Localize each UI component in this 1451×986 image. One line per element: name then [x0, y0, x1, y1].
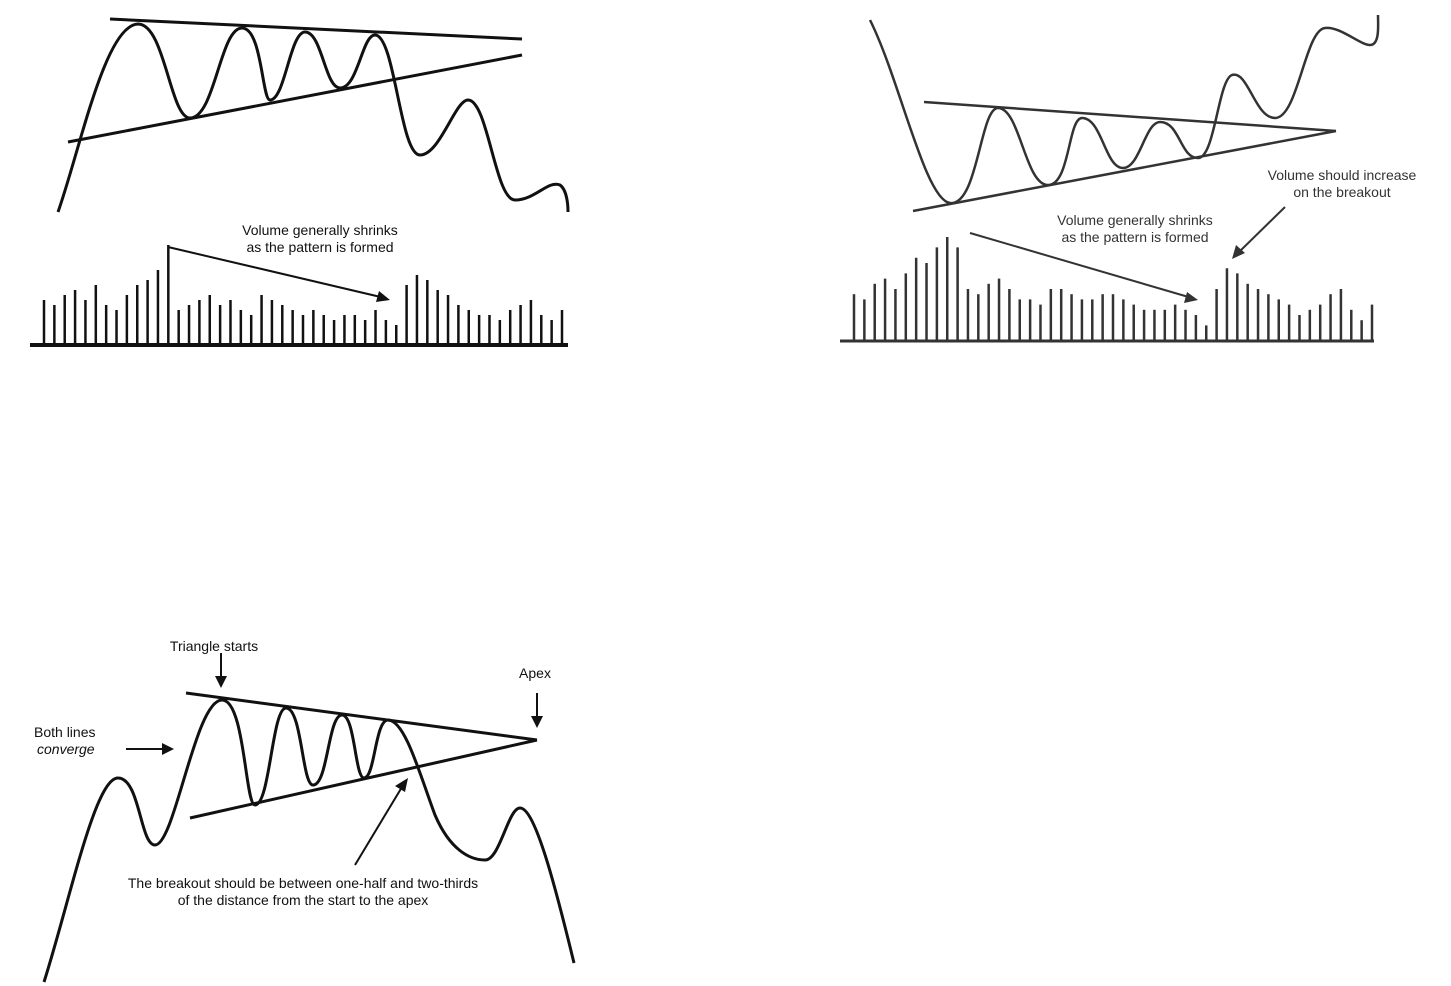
upper-trendline: [923, 100, 1337, 133]
breakout-point-arrow-shaft: [354, 786, 403, 866]
price-path: [56, 22, 570, 213]
volume-note: Volume generally shrinks as the pattern …: [1040, 212, 1230, 246]
breakout-note-line2: on the breakout: [1293, 184, 1391, 200]
volume-trend-arrowhead: [376, 291, 390, 302]
volume-note-line1: Volume generally shrinks: [242, 222, 398, 238]
triangle-starts-label: Triangle starts: [169, 638, 259, 654]
upper-trendline: [185, 691, 538, 742]
breakdown-diagram-svg: [30, 17, 570, 347]
volume-increase-arrow-shaft: [1237, 206, 1286, 254]
volume-bars: [852, 237, 1374, 341]
triangle-start-arrowhead: [215, 676, 227, 688]
upper-trendline: [109, 17, 523, 41]
breakout-volume-note: Volume should increase on the breakout: [1252, 167, 1432, 201]
breakout-rule-line1: The breakout should be between one-half …: [127, 875, 479, 891]
lower-trendline: [67, 53, 523, 144]
converge-arrowhead: [162, 743, 174, 755]
volume-note-line2: as the pattern is formed: [246, 239, 394, 255]
volume-note-line2: as the pattern is formed: [1061, 229, 1209, 245]
breakout-rule-line2: of the distance from the start to the ap…: [177, 892, 429, 908]
price-path: [42, 698, 576, 983]
symmetrical-triangle-breakout-diagram: Volume generally shrinks as the pattern …: [820, 0, 1451, 380]
volume-increase-arrowhead: [1232, 245, 1245, 259]
symmetrical-triangle-anatomy-diagram: Triangle starts Apex Both lines converge…: [0, 620, 620, 986]
breakout-point-arrowhead: [395, 778, 408, 792]
volume-trend-arrow-shaft: [167, 246, 386, 299]
anatomy-diagram-svg: [42, 653, 576, 983]
volume-note: Volume generally shrinks as the pattern …: [225, 222, 415, 256]
volume-bars: [42, 245, 564, 345]
breakout-rule-label: The breakout should be between one-half …: [88, 875, 518, 909]
converge-text: converge: [37, 741, 95, 757]
lower-trendline: [912, 129, 1337, 213]
both-lines-text: Both lines: [34, 724, 96, 740]
volume-shrink-arrowhead: [1184, 292, 1198, 303]
price-path: [868, 14, 1380, 205]
volume-shrink-arrow-shaft: [969, 232, 1193, 299]
symmetrical-triangle-breakdown-diagram: Volume generally shrinks as the pattern …: [0, 0, 620, 380]
breakout-note-line1: Volume should increase: [1267, 167, 1417, 183]
breakout-diagram-svg: [840, 14, 1380, 343]
apex-label: Apex: [519, 665, 551, 681]
apex-arrowhead: [531, 716, 543, 728]
volume-note-line1: Volume generally shrinks: [1057, 212, 1213, 228]
both-lines-converge-label: Both lines converge: [34, 724, 95, 758]
